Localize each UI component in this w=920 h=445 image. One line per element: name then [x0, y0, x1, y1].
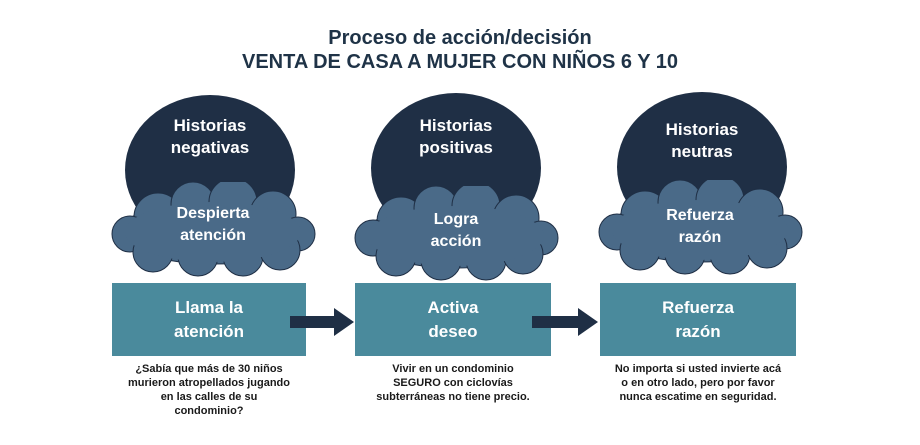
- cloud-label-positive: Logra acción: [430, 211, 482, 250]
- arrow-right-icon: [532, 308, 598, 336]
- cloud-label-negative: Despierta atención: [176, 205, 250, 244]
- stage-box-1-label: Llama la atención: [174, 297, 244, 341]
- story-label-positive: Historias positivas: [419, 116, 493, 157]
- story-label-neutral: Historias neutras: [665, 120, 739, 161]
- caption-3: No importa si usted invierte acá o en ot…: [614, 363, 782, 403]
- caption-2: Vivir en un condominio SEGURO con ciclov…: [376, 363, 530, 403]
- title-line-1: Proceso de acción/decisión: [328, 27, 592, 49]
- stage-box-3-label: Refuerza razón: [662, 297, 734, 341]
- cloud-shape-negative: [111, 182, 316, 277]
- stage-box-2: Activa deseo: [355, 283, 551, 356]
- title-line-2: VENTA DE CASA A MUJER CON NIÑOS 6 Y 10: [241, 51, 678, 73]
- stage-box-2-label: Activa deseo: [427, 297, 479, 341]
- caption-1: ¿Sabía que más de 30 niños murieron atro…: [128, 363, 290, 417]
- cloud-shape-neutral: [598, 180, 803, 275]
- arrow-right-icon: [290, 308, 354, 336]
- stage-box-1: Llama la atención: [112, 283, 306, 356]
- stage-box-3: Refuerza razón: [600, 283, 796, 356]
- cloud-shape-positive: [354, 186, 559, 281]
- story-label-negative: Historias negativas: [170, 116, 250, 157]
- cloud-label-neutral: Refuerza razón: [666, 207, 734, 246]
